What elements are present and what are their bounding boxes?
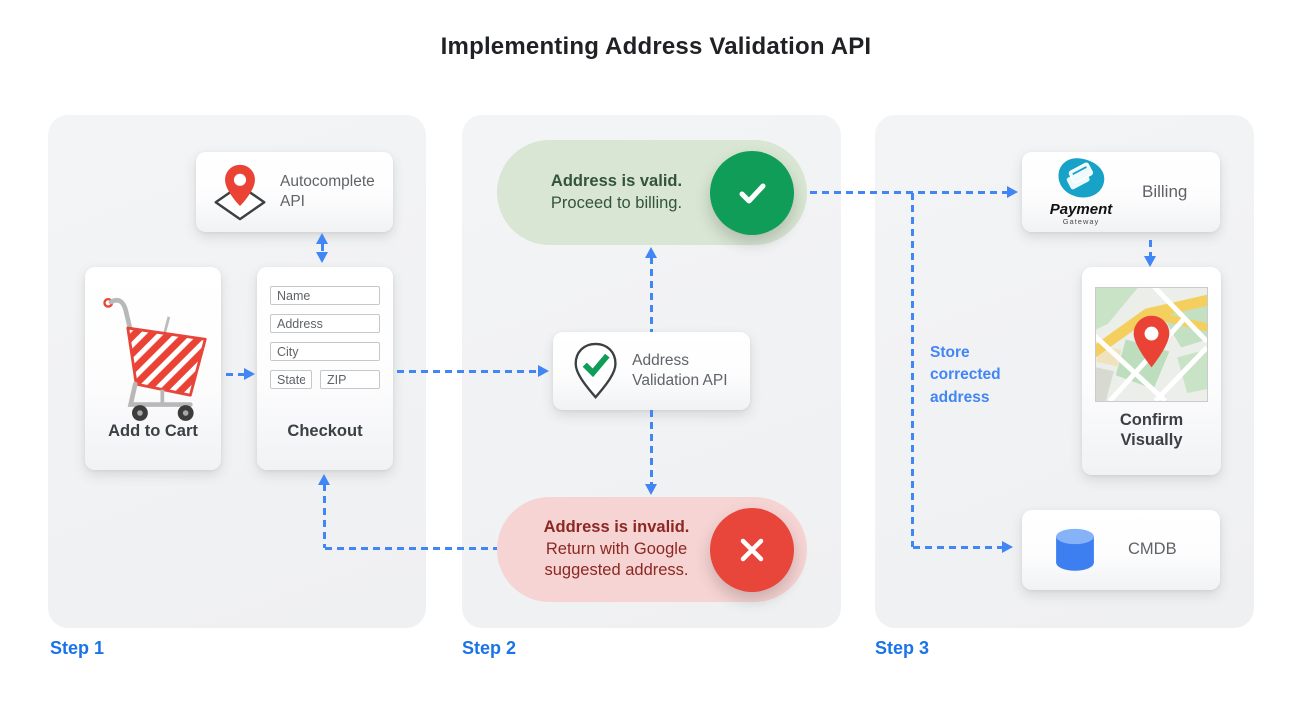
address-invalid-text: Address is invalid. Return with Google s… [497,517,710,582]
add-to-cart-node: Add to Cart [85,267,221,470]
map-pin-check-icon [574,342,617,399]
connector-store-address-v [911,193,914,547]
payment-gateway-mark-icon [1058,158,1105,198]
address-valid-text: Address is valid. Proceed to billing. [497,171,710,215]
step2-label: Step 2 [462,638,517,658]
step1-label: Step 1 [50,638,105,658]
arrow-to-invalid-pill [645,484,657,495]
connector-invalid-return-v [323,484,326,548]
arrow-down-to-checkout [316,252,328,263]
shopping-cart-icon [103,297,207,421]
address-valid-title: Address is valid. [550,171,683,190]
address-valid-subtitle: Proceed to billing. [550,193,683,212]
connector-store-address-h [913,546,1003,549]
confirm-visually-node: Confirm Visually [1082,267,1221,475]
step3-label: Step 3 [875,638,930,658]
cmdb-label: CMDB [1128,540,1177,559]
x-icon [740,538,764,561]
confirm-visually-label: Confirm Visually [1119,410,1184,450]
map-thumbnail [1095,287,1208,402]
name-field[interactable] [270,286,380,305]
checkout-form [270,286,380,398]
connector-invalid-return-h [325,547,497,550]
address-validation-api-node: Address Validation API [553,332,750,410]
connector-billing-confirm [1149,240,1152,257]
arrow-up-to-autocomplete [316,233,328,244]
arrow-to-validation-api [538,365,549,377]
billing-node: Payment Gateway Billing [1022,152,1220,232]
address-invalid-title: Address is invalid. [543,517,690,536]
database-icon [1056,528,1094,571]
address-invalid-subtitle: Return with Google suggested address. [544,539,689,580]
checkout-node: Checkout [257,267,393,470]
address-valid-pill: Address is valid. Proceed to billing. [497,140,807,245]
arrow-to-valid-pill [645,247,657,258]
page-title: Implementing Address Validation API [440,33,872,60]
autocomplete-api-label: Autocomplete API [280,173,375,210]
address-invalid-pill: Address is invalid. Return with Google s… [497,497,807,602]
connector-valid-billing [810,191,1008,194]
billing-label: Billing [1142,182,1188,202]
zip-field[interactable] [320,370,380,389]
address-field[interactable] [270,314,380,333]
payment-logo-subtitle: Gateway [1062,217,1100,226]
arrow-to-checkout [244,368,255,380]
add-to-cart-label: Add to Cart [108,422,198,441]
autocomplete-api-node: Autocomplete API [196,152,393,232]
store-corrected-address-note: Store corrected address [930,344,1001,406]
connector-validation-valid [650,257,653,332]
checkmark-icon [739,183,766,203]
arrow-to-cmdb [1002,541,1013,553]
payment-logo-title: Payment [1049,201,1113,218]
success-circle [710,150,794,235]
payment-gateway-logo: Payment Gateway [1044,158,1118,226]
city-field[interactable] [270,342,380,361]
cmdb-node: CMDB [1022,510,1220,590]
connector-checkout-validation [397,370,539,373]
arrow-to-confirm [1144,256,1156,267]
state-field[interactable] [270,370,312,389]
address-validation-api-label: Address Validation API [632,352,728,389]
connector-autocomplete-checkout [321,244,324,256]
connector-validation-invalid [650,410,653,484]
connector-cart-checkout [226,373,246,376]
map-pin-diamond-icon [214,164,266,221]
arrow-return-to-checkout [318,474,330,485]
checkout-label: Checkout [287,422,363,441]
arrow-to-billing [1007,186,1018,198]
error-circle [710,507,794,592]
